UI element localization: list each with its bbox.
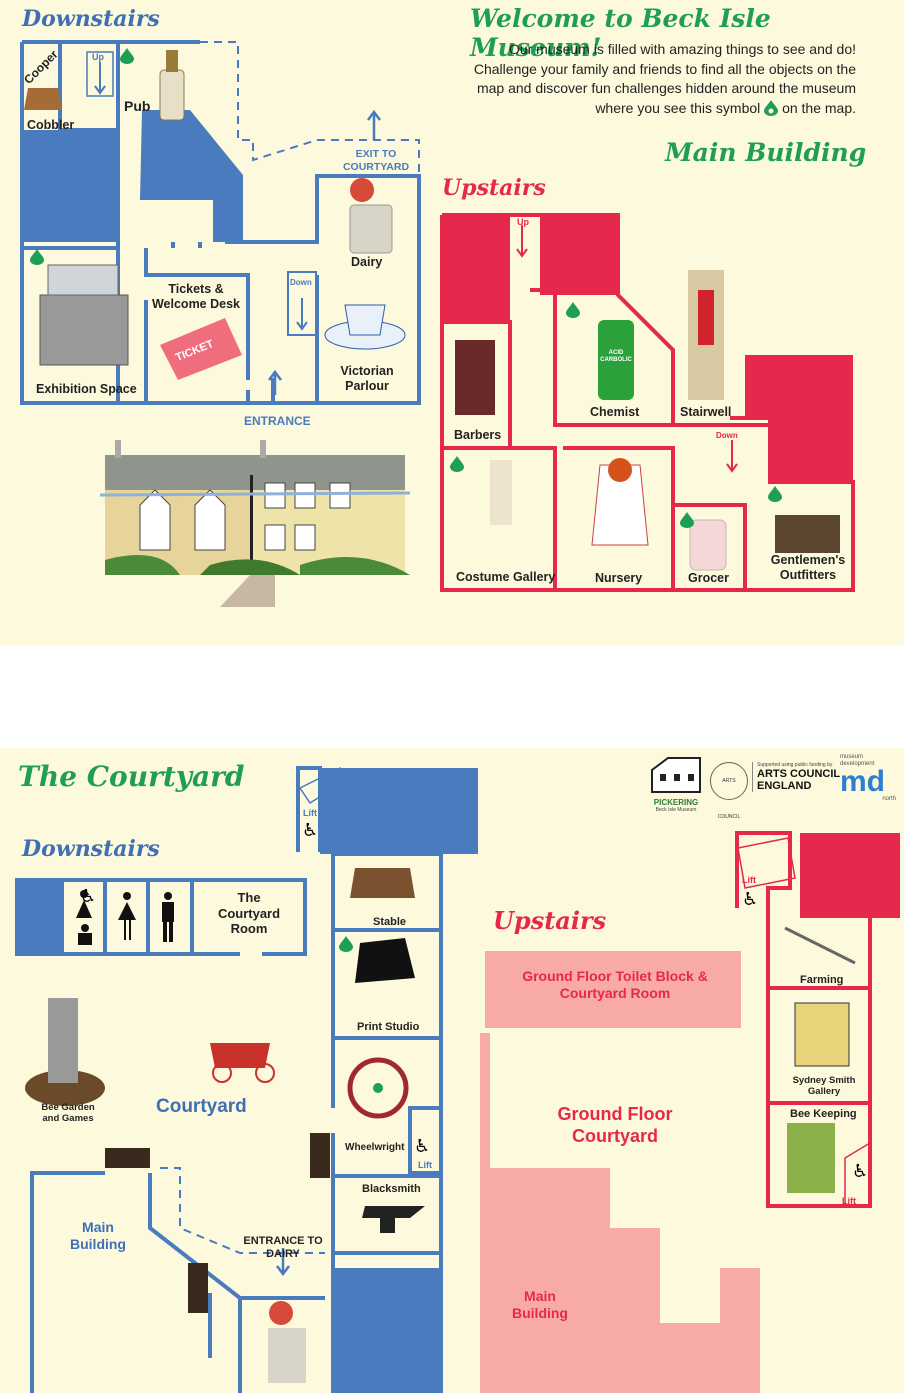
courtyard-room-label: The Courtyard Room xyxy=(217,890,281,937)
exhibition-space-label: Exhibition Space xyxy=(36,382,137,396)
arts-small: Supported using public funding by xyxy=(757,762,833,768)
chemist-label: Chemist xyxy=(590,405,640,419)
pickering-logo: PICKERING Beck Isle Museum xyxy=(646,754,706,813)
pickering-sub: Beck Isle Museum xyxy=(655,807,697,813)
intro-text: Our museum is filled with amazing things… xyxy=(416,40,856,118)
dairy-label: Dairy xyxy=(351,255,383,269)
toilet-icons xyxy=(76,890,174,945)
arts-line-2: ENGLAND xyxy=(757,780,812,792)
courtyard-label: Courtyard xyxy=(156,1096,247,1117)
sydney-smith-label: Sydney Smith Gallery xyxy=(792,1075,856,1098)
museum-building-illustration xyxy=(100,440,411,607)
nursery-label: Nursery xyxy=(595,571,643,585)
courtyard-upstairs-plan xyxy=(480,831,900,1393)
arts-council-ring: ARTS COUNCIL xyxy=(710,762,748,820)
courtyard-title: The Courtyard xyxy=(18,760,245,793)
cobbler-label: Cobbler xyxy=(27,118,75,132)
wheelchair-icon: ♿ xyxy=(852,1161,869,1182)
grocer-label: Grocer xyxy=(688,571,729,585)
courtyard-downstairs-heading: Downstairs xyxy=(22,836,160,862)
bee-keeping-label: Bee Keeping xyxy=(790,1108,857,1120)
lift-label: Lift xyxy=(303,808,317,818)
main-building-title: Main Building xyxy=(665,138,867,167)
main-building-panel: Downstairs Welcome to Beck Isle Museum! … xyxy=(0,0,904,645)
courtyard-panel: The Courtyard Downstairs Upstairs PICKER… xyxy=(0,748,904,1393)
wheelwright-label: Wheelwright xyxy=(345,1142,405,1153)
stable-label: Stable xyxy=(373,916,407,928)
md-mark: md xyxy=(840,765,885,798)
downstairs-floor-plan xyxy=(20,40,421,405)
pickering-text: PICKERING xyxy=(653,798,699,807)
arts-line-1: ARTS COUNCIL xyxy=(757,768,841,780)
courtyard-upstairs-heading: Upstairs xyxy=(493,906,607,935)
intro-line: Our museum is filled with amazing things… xyxy=(508,41,856,57)
tickets-label: Tickets & Welcome Desk xyxy=(151,282,240,311)
upstairs-main-building-label: Main Building xyxy=(512,1288,568,1321)
intro-line: where you see this symbol on the map. xyxy=(595,99,856,116)
upstairs-heading: Upstairs xyxy=(442,175,546,201)
upstairs-up-label: Up xyxy=(517,217,529,227)
upstairs-lift-label: Lift xyxy=(742,875,756,885)
pub-label: Pub xyxy=(124,98,151,114)
barbers-label: Barbers xyxy=(454,428,502,442)
intro-line: map and discover fun challenges hidden a… xyxy=(476,80,856,96)
md-logo: museum development md north xyxy=(840,754,900,802)
farming-label: Farming xyxy=(800,974,844,986)
upstairs-down-label: Down xyxy=(716,431,738,440)
entrance-to-dairy-label: ENTRANCE TO DAIRY xyxy=(243,1235,323,1261)
wheelchair-icon: ♿ xyxy=(80,886,97,907)
up-label: Up xyxy=(92,52,104,62)
wheelchair-icon: ♿ xyxy=(302,820,319,841)
acid-carbolic-label: ACID CARBOLIC xyxy=(600,350,632,364)
blacksmith-label: Blacksmith xyxy=(362,1183,421,1195)
upstairs-floor-plan xyxy=(440,213,855,592)
gentlemens-outfitters-label: Gentlemen's Outfitters xyxy=(770,553,846,582)
upstairs-lift-label-2: Lift xyxy=(842,1196,856,1206)
wheelchair-icon: ♿ xyxy=(414,1136,431,1157)
downstairs-heading: Downstairs xyxy=(22,6,160,32)
costume-gallery-label: Costume Gallery xyxy=(456,570,556,584)
bee-garden-label: Bee Garden and Games xyxy=(41,1102,95,1125)
print-studio-label: Print Studio xyxy=(357,1021,420,1033)
challenge-drop-icon xyxy=(764,99,779,116)
md-top: museum development xyxy=(840,754,875,767)
wheelchair-icon: ♿ xyxy=(742,889,759,910)
welcome-title: Welcome to Beck Isle Museum! xyxy=(470,4,771,62)
lift-label-2: Lift xyxy=(418,1160,432,1170)
exit-to-courtyard-label: EXIT TO COURTYARD xyxy=(342,148,410,173)
stairwell-label: Stairwell xyxy=(680,405,732,419)
toilet-block-label: Ground Floor Toilet Block & Courtyard Ro… xyxy=(522,968,708,1001)
entrance-label: ENTRANCE xyxy=(244,414,311,428)
md-sub: north xyxy=(882,796,896,802)
intro-line: Challenge your family and friends to fin… xyxy=(473,60,856,77)
ground-floor-courtyard-label: Ground Floor Courtyard xyxy=(557,1104,673,1146)
main-building-label: Main Building xyxy=(70,1219,126,1252)
down-label: Down xyxy=(290,278,312,287)
courtyard-downstairs-plan xyxy=(15,766,478,1393)
victorian-parlour-label: Victorian Parlour xyxy=(340,364,394,393)
arts-council-logo: Supported using public funding by ARTS C… xyxy=(752,762,840,792)
